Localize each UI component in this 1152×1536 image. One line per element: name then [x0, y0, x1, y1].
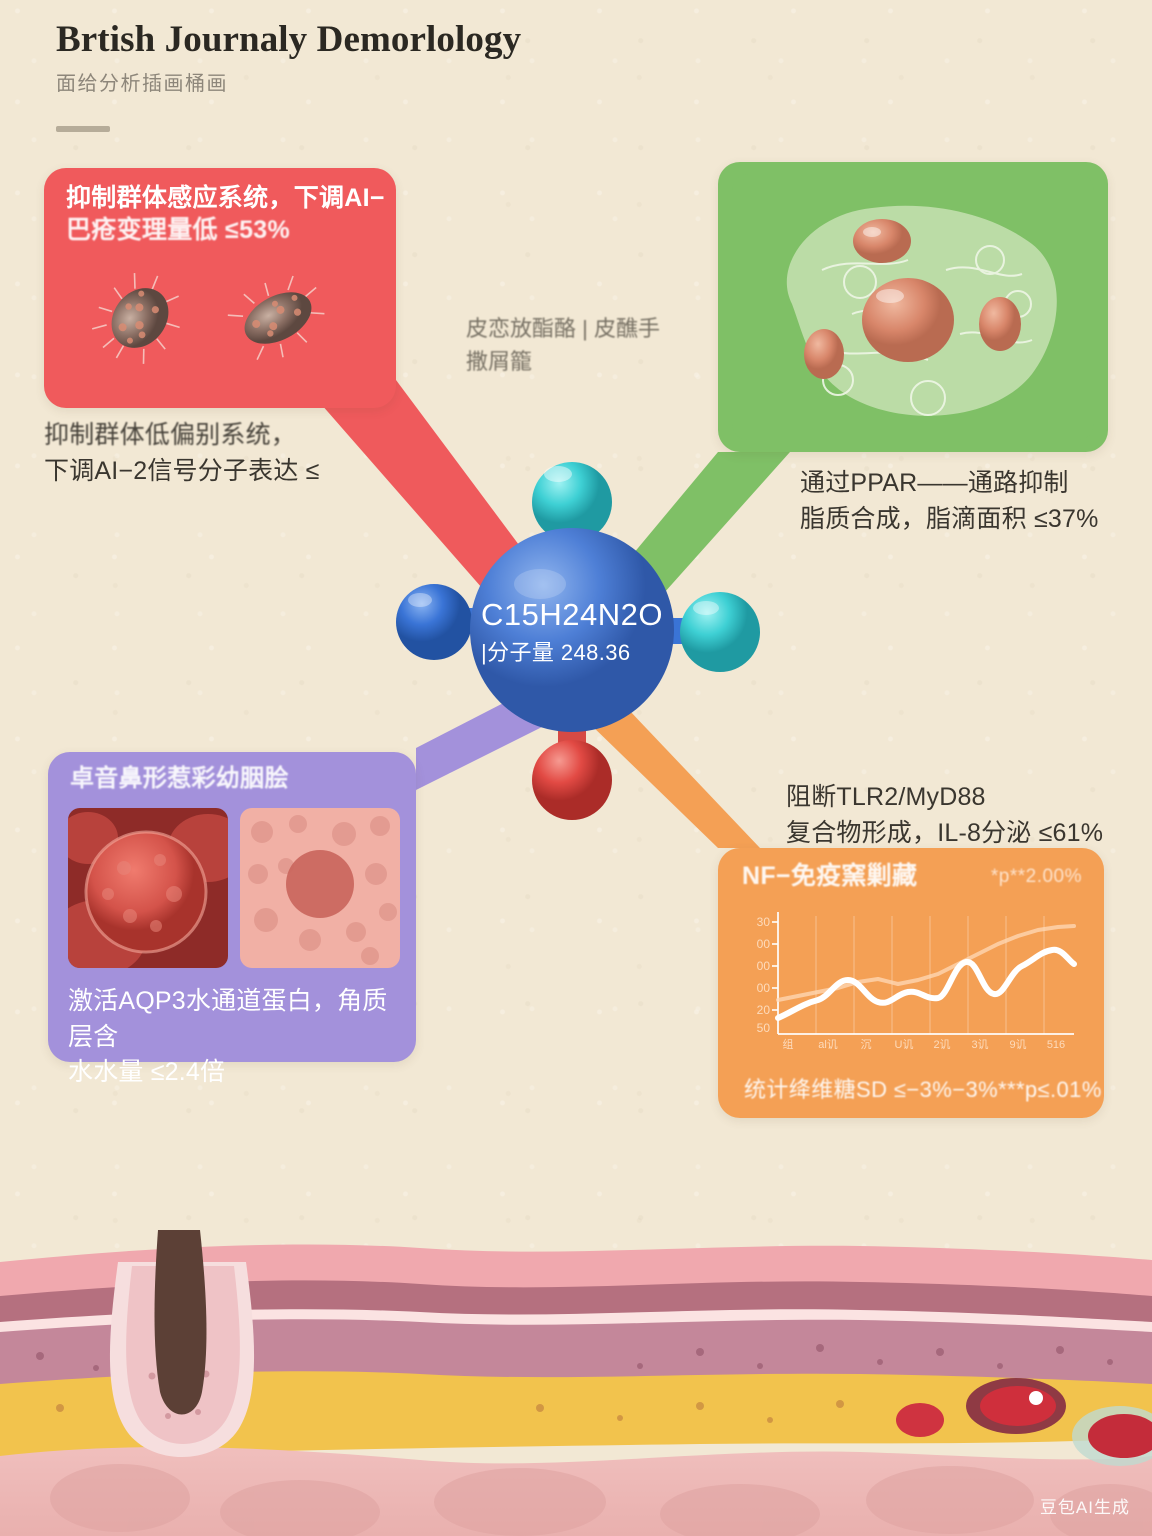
atom-right-cyan [680, 592, 760, 672]
microscopy-image-cell [68, 808, 228, 968]
card-aqp3-hydration[interactable]: 卓音鼻形惹彩幼胭脍 [48, 752, 416, 1086]
chart-series-bold [775, 946, 1077, 1021]
center-note-line1: 皮恋放酯酪 | 皮醮手 [466, 316, 660, 341]
hair-shaft [154, 1230, 207, 1415]
molecule-model: C15H24N2O |分子量 248.36 [372, 432, 772, 832]
atom-bottom-red [532, 740, 612, 820]
center-note-line2: 撒屑籠 [466, 349, 533, 374]
card-sebocyte-lipid[interactable] [718, 162, 1108, 452]
chart-title: NF−免疫窯剿藏 [742, 862, 918, 890]
svg-text:00: 00 [757, 937, 771, 951]
svg-text:3讥: 3讥 [971, 1038, 988, 1051]
chart-significance: *p**2.00% [990, 866, 1082, 887]
ray-orange [588, 690, 760, 848]
caption-purple-line2: 水水量 ≤2.4倍 [68, 1058, 226, 1086]
skin-fat-layer [0, 1371, 1152, 1458]
watermark: 豆包AI生成 [1039, 1498, 1130, 1517]
header: Brtish Journaly Demorlology 面给分析插画桶画 [56, 18, 521, 132]
chart-x-ticks: 组 al讥 沉 U讥 2讥 3讥 9讥 516 [783, 1037, 1066, 1051]
caption-sebocyte-lipid: 通过PPAR——通路抑制 脂质合成，脂滴面积 ≤37% [800, 466, 1120, 537]
microscopy-row [68, 808, 400, 968]
svg-text:U讥: U讥 [895, 1038, 914, 1051]
caption-green-line2: 脂质合成，脂滴面积 ≤37% [800, 504, 1099, 533]
svg-text:al讥: al讥 [818, 1038, 838, 1051]
skin-dermis [0, 1319, 1152, 1388]
chart-footer: 统计绛维糖SD ≤−3%−3%***p≤.01% [744, 1077, 1102, 1102]
caption-orange-line1: 阻断TLR2/MyD88 [786, 783, 986, 811]
page-subtitle: 面给分析插画桶画 [56, 73, 228, 95]
sebocyte-illustration [732, 174, 1094, 440]
svg-text:20: 20 [757, 1003, 771, 1017]
caption-green-line1: 通过PPAR——通路抑制 [800, 469, 1069, 497]
title-divider [56, 126, 110, 132]
svg-text:9讥: 9讥 [1009, 1038, 1026, 1051]
atom-top-cyan [532, 462, 612, 542]
svg-text:沉: 沉 [861, 1038, 872, 1051]
skin-cross-section [0, 1230, 1152, 1536]
caption-purple-line1: 激活AQP3水通道蛋白，角质层含 [68, 987, 388, 1051]
hypodermis-lobules [50, 1464, 1152, 1536]
card-red-headline-line1: 抑制群体感应系统，下调AI− [66, 184, 385, 212]
card-purple-headline: 卓音鼻形惹彩幼胭脍 [70, 765, 289, 792]
svg-text:30: 30 [757, 915, 771, 929]
atom-core [470, 528, 674, 732]
line-chart: 组 al讥 沉 U讥 2讥 3讥 9讥 516 30 00 00 00 20 50 [757, 912, 1077, 1051]
caption-orange-line2: 复合物形成，IL-8分泌 ≤61% [786, 818, 1104, 847]
svg-text:00: 00 [757, 981, 771, 995]
svg-text:516: 516 [1047, 1039, 1065, 1051]
svg-text:组: 组 [783, 1037, 794, 1051]
caption-quorum-sensing: 抑制群体低偏别系统， 下调AI−2信号分子表达 ≤ [44, 418, 434, 489]
page-title: Brtish Journaly Demorlology [56, 19, 522, 60]
atom-left-blue [396, 584, 472, 660]
card-red-headline: 抑制群体感应系统，下调AI− 巴疮变理量低 ≤53% [66, 182, 386, 246]
card-quorum-sensing[interactable]: 抑制群体感应系统，下调AI− 巴疮变理量低 ≤53% [44, 168, 396, 408]
svg-text:50: 50 [757, 1021, 771, 1035]
inflamed-lesion [896, 1378, 1152, 1466]
chart-y-ticks: 30 00 00 00 20 50 [757, 915, 771, 1035]
microscopy-image-tissue [240, 808, 400, 968]
svg-text:00: 00 [757, 959, 771, 973]
card-nfkb-chart[interactable]: NF−免疫窯剿藏 *p**2.00% [718, 848, 1104, 1118]
caption-red-line1: 抑制群体低偏别系统， [44, 421, 297, 449]
svg-text:2讥: 2讥 [933, 1038, 950, 1051]
bacteria-illustration [91, 273, 325, 364]
caption-aqp3: 激活AQP3水通道蛋白，角质层含 水水量 ≤2.4倍 [68, 984, 408, 1091]
caption-tlr2: 阻断TLR2/MyD88 复合物形成，IL-8分泌 ≤61% [786, 780, 1126, 851]
caption-red-line2: 下调AI−2信号分子表达 ≤ [44, 456, 320, 485]
card-red-headline-line2: 巴疮变理量低 ≤53% [66, 216, 291, 244]
center-note: 皮恋放酯酪 | 皮醮手 撒屑籠 [466, 312, 696, 378]
